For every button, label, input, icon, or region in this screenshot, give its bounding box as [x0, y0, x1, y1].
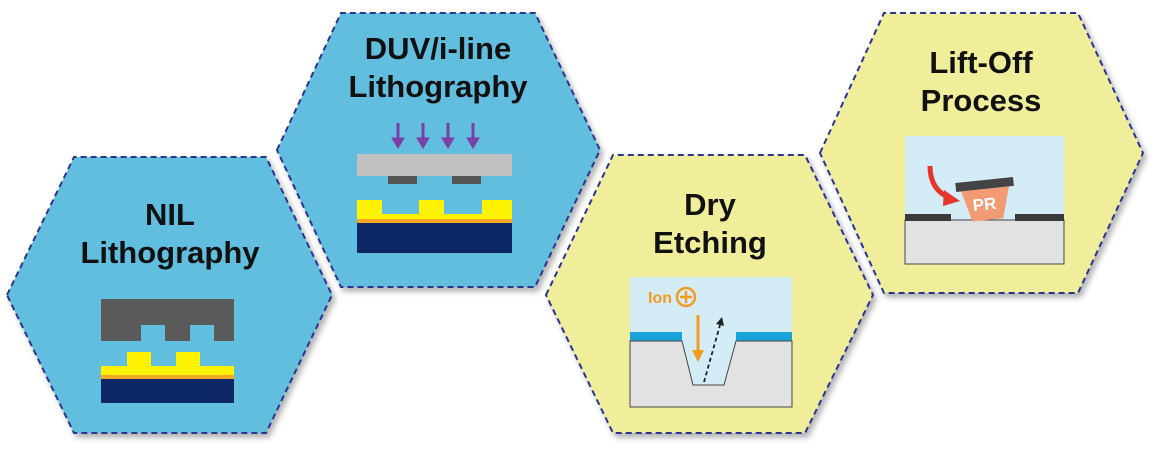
dry-etching-title-line1: Dry	[684, 187, 736, 222]
liftoff-metal-right	[1015, 214, 1064, 221]
duv-mask-pattern	[452, 176, 481, 184]
dry-etching-illustration: Ion	[629, 277, 793, 408]
nil-title-line2: Lithography	[80, 234, 260, 270]
nil-substrate	[101, 378, 234, 403]
ion-plus-icon	[675, 286, 697, 308]
dry-etching-title-line2: Etching	[653, 224, 767, 260]
ion-label: Ion	[648, 290, 672, 307]
hex-nil	[5, 156, 334, 434]
duv-title-line1: DUV/i-line	[364, 31, 512, 66]
nil-illustration	[101, 299, 234, 403]
pr-block	[961, 186, 1009, 222]
duv-resist-base	[357, 219, 512, 223]
etch-film-left	[630, 332, 682, 341]
etch-film-right	[736, 332, 792, 341]
nil-resist	[101, 352, 234, 375]
pr-label: PR	[972, 194, 997, 215]
dry-etching-title: Dry Etching	[610, 186, 810, 262]
pr-cap	[955, 176, 1014, 192]
reflect-arrow-icon	[703, 324, 721, 383]
nil-mold	[101, 299, 234, 341]
nil-resist-base	[101, 375, 234, 379]
lift-off-title-line2: Process	[920, 82, 1042, 118]
liftoff-metal-left	[905, 214, 951, 221]
duv-illustration	[357, 123, 512, 253]
nil-title: NIL Lithography	[70, 196, 270, 272]
duv-mask	[357, 154, 512, 176]
lift-off-title-line1: Lift-Off	[929, 45, 1033, 80]
etch-wafer	[629, 340, 793, 408]
duv-substrate	[357, 223, 512, 253]
exposure-arrows	[391, 123, 480, 149]
liftoff-wafer	[904, 219, 1065, 265]
nil-title-line1: NIL	[145, 197, 195, 232]
duv-resist	[357, 200, 512, 221]
lift-off-title: Lift-Off Process	[881, 44, 1081, 120]
duv-title-line2: Lithography	[348, 68, 528, 104]
duv-mask-pattern	[388, 176, 417, 184]
duv-title: DUV/i-line Lithography	[338, 30, 538, 106]
lift-off-illustration: PR	[904, 136, 1065, 265]
